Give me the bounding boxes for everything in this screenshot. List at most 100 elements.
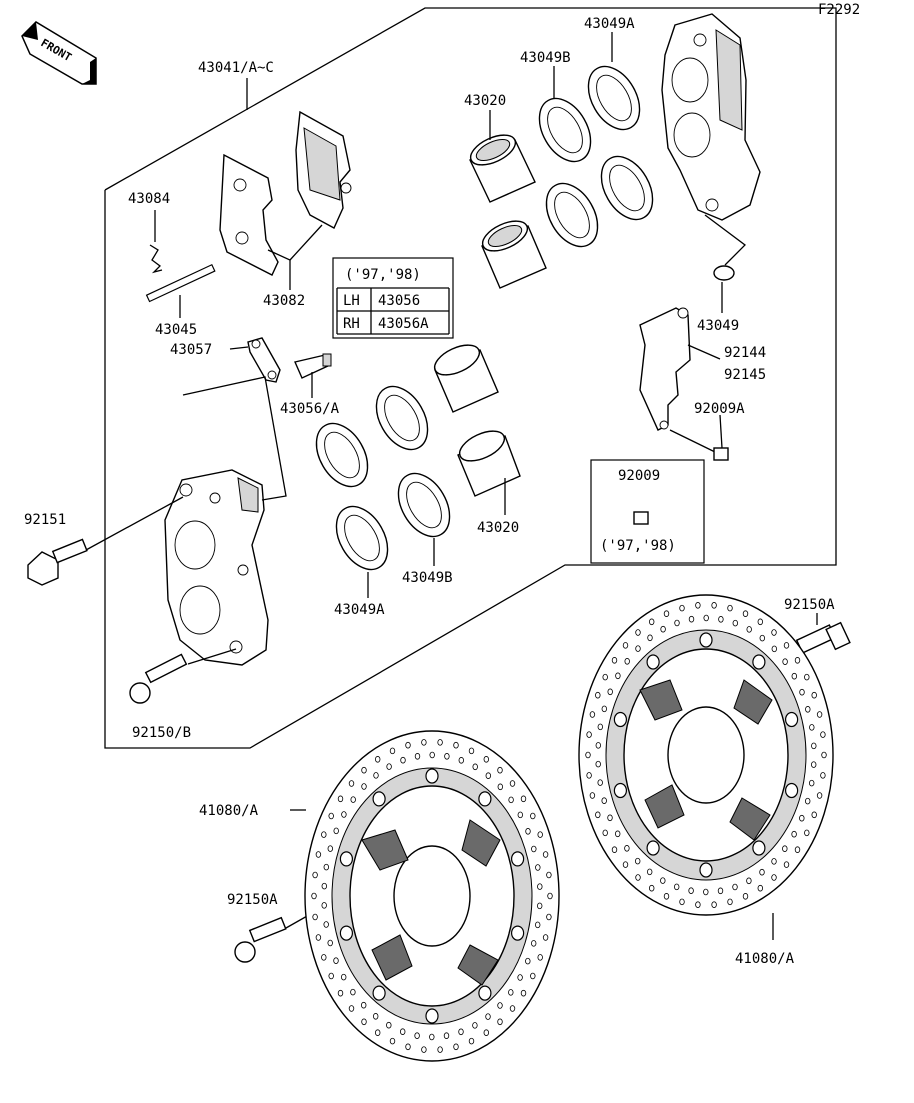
- disc-drill-hole: [820, 731, 826, 738]
- disc-drill-hole: [820, 772, 826, 779]
- label-41080-right: 41080/A: [735, 951, 795, 967]
- disc-drill-hole: [674, 883, 680, 891]
- disc-drill-hole: [468, 747, 475, 755]
- disc-rivet: [339, 925, 353, 941]
- disc-drill-hole: [695, 901, 701, 908]
- seal-43049: [713, 265, 735, 281]
- disc-drill-hole: [799, 688, 805, 696]
- disc-drill-hole: [791, 830, 797, 838]
- disc-drill-hole: [321, 831, 327, 838]
- label-92009a: 92009A: [694, 401, 745, 417]
- disc-drill-hole: [647, 634, 653, 642]
- label-92151: 92151: [24, 512, 66, 528]
- disc-drill-hole: [444, 753, 450, 760]
- disc-drill-hole: [597, 779, 603, 786]
- caliper-right-half: [661, 13, 761, 221]
- disc-drill-hole: [327, 939, 333, 947]
- disc-drill-hole: [688, 887, 694, 894]
- disc-drill-hole: [530, 972, 536, 980]
- disc-drill-hole: [348, 1005, 355, 1012]
- brake-pad-rear: [219, 153, 279, 276]
- disc-drill-hole: [361, 766, 367, 774]
- bolt-92150a-right: [795, 621, 851, 654]
- seal-bottom-43049a-1: [315, 422, 369, 488]
- disc-drill-hole: [421, 739, 427, 746]
- disc-drill-hole: [405, 741, 411, 749]
- disc-rivet: [372, 791, 386, 807]
- year-table-lh-part: 43056: [378, 293, 420, 309]
- disc-drill-hole: [531, 940, 537, 947]
- year-table-43056: ('97,'98) LH 43056 RH 43056A: [332, 257, 454, 339]
- leader-92009a: [669, 429, 716, 453]
- disc-rivet: [510, 851, 525, 867]
- disc-rivet: [425, 1008, 439, 1024]
- disc-drill-hole: [535, 864, 541, 871]
- disc-drill-hole: [437, 1046, 443, 1053]
- bleed-valve-43056: [294, 353, 332, 379]
- disc-drill-hole: [811, 691, 817, 699]
- disc-drill-hole: [386, 763, 392, 770]
- disc-rivet: [646, 840, 660, 856]
- disc-left-holes: [311, 739, 553, 1053]
- disc-drill-hole: [718, 616, 724, 623]
- seal-bottom-43049b-2: [397, 472, 451, 538]
- disc-drill-hole: [622, 861, 629, 868]
- disc-drill-hole: [703, 888, 709, 896]
- label-43045: 43045: [155, 322, 197, 338]
- disc-drill-hole: [389, 1037, 396, 1045]
- label-92150a-right: 92150A: [784, 597, 835, 613]
- leader-43057-caliper: [182, 376, 287, 501]
- bolt-92150a-left: [234, 916, 287, 963]
- disc-drill-hole: [732, 883, 738, 891]
- disc-rivet: [784, 711, 799, 728]
- seal-bottom-43049b-1: [375, 385, 429, 451]
- disc-drill-hole: [497, 1018, 503, 1026]
- disc-drill-hole: [542, 851, 549, 858]
- disc-drill-hole: [783, 642, 790, 649]
- disc-drill-hole: [624, 658, 630, 665]
- disc-drill-hole: [311, 892, 317, 900]
- disc-drill-hole: [333, 827, 339, 835]
- disc-drill-hole: [635, 629, 641, 636]
- disc-drill-hole: [315, 934, 322, 941]
- disc-drill-hole: [472, 763, 478, 771]
- disc-drill-hole: [757, 618, 763, 626]
- disc-rivet: [699, 632, 713, 648]
- disc-drill-hole: [537, 954, 543, 961]
- disc-drill-hole: [328, 972, 334, 980]
- disc-drill-hole: [799, 814, 805, 822]
- label-43056a: 43056/A: [280, 401, 340, 417]
- disc-drill-hole: [695, 602, 701, 609]
- disc-drill-hole: [794, 657, 801, 664]
- disc-drill-hole: [649, 618, 655, 626]
- disc-drill-hole: [508, 796, 514, 804]
- disc-drill-hole: [688, 615, 695, 623]
- disc-drill-hole: [595, 691, 601, 699]
- disc-drill-hole: [458, 1028, 464, 1036]
- disc-drill-hole: [589, 792, 596, 799]
- disc-drill-hole: [759, 634, 765, 642]
- disc-rivet: [613, 782, 628, 799]
- disc-drill-hole: [458, 757, 464, 764]
- disc-rivet: [613, 711, 628, 728]
- disc-drill-hole: [483, 756, 489, 763]
- disc-drill-hole: [804, 829, 810, 837]
- disc-drill-hole: [595, 811, 601, 819]
- disc-drill-hole: [804, 673, 810, 681]
- disc-drill-hole: [771, 858, 777, 865]
- disc-drill-hole: [703, 614, 709, 622]
- disc-drill-hole: [660, 625, 666, 633]
- bolt-92151: [27, 538, 88, 586]
- disc-drill-hole: [497, 766, 503, 774]
- disc-drill-hole: [328, 812, 334, 820]
- disc-drill-hole: [520, 795, 527, 803]
- disc-drill-hole: [375, 1029, 381, 1036]
- disc-drill-hole: [783, 861, 790, 868]
- assembly-boundary: [104, 7, 837, 749]
- disc-drill-hole: [542, 934, 549, 941]
- disc-drill-hole: [805, 706, 811, 713]
- disc-drill-hole: [589, 711, 596, 718]
- disc-drill-hole: [601, 705, 607, 713]
- disc-drill-hole: [537, 883, 543, 890]
